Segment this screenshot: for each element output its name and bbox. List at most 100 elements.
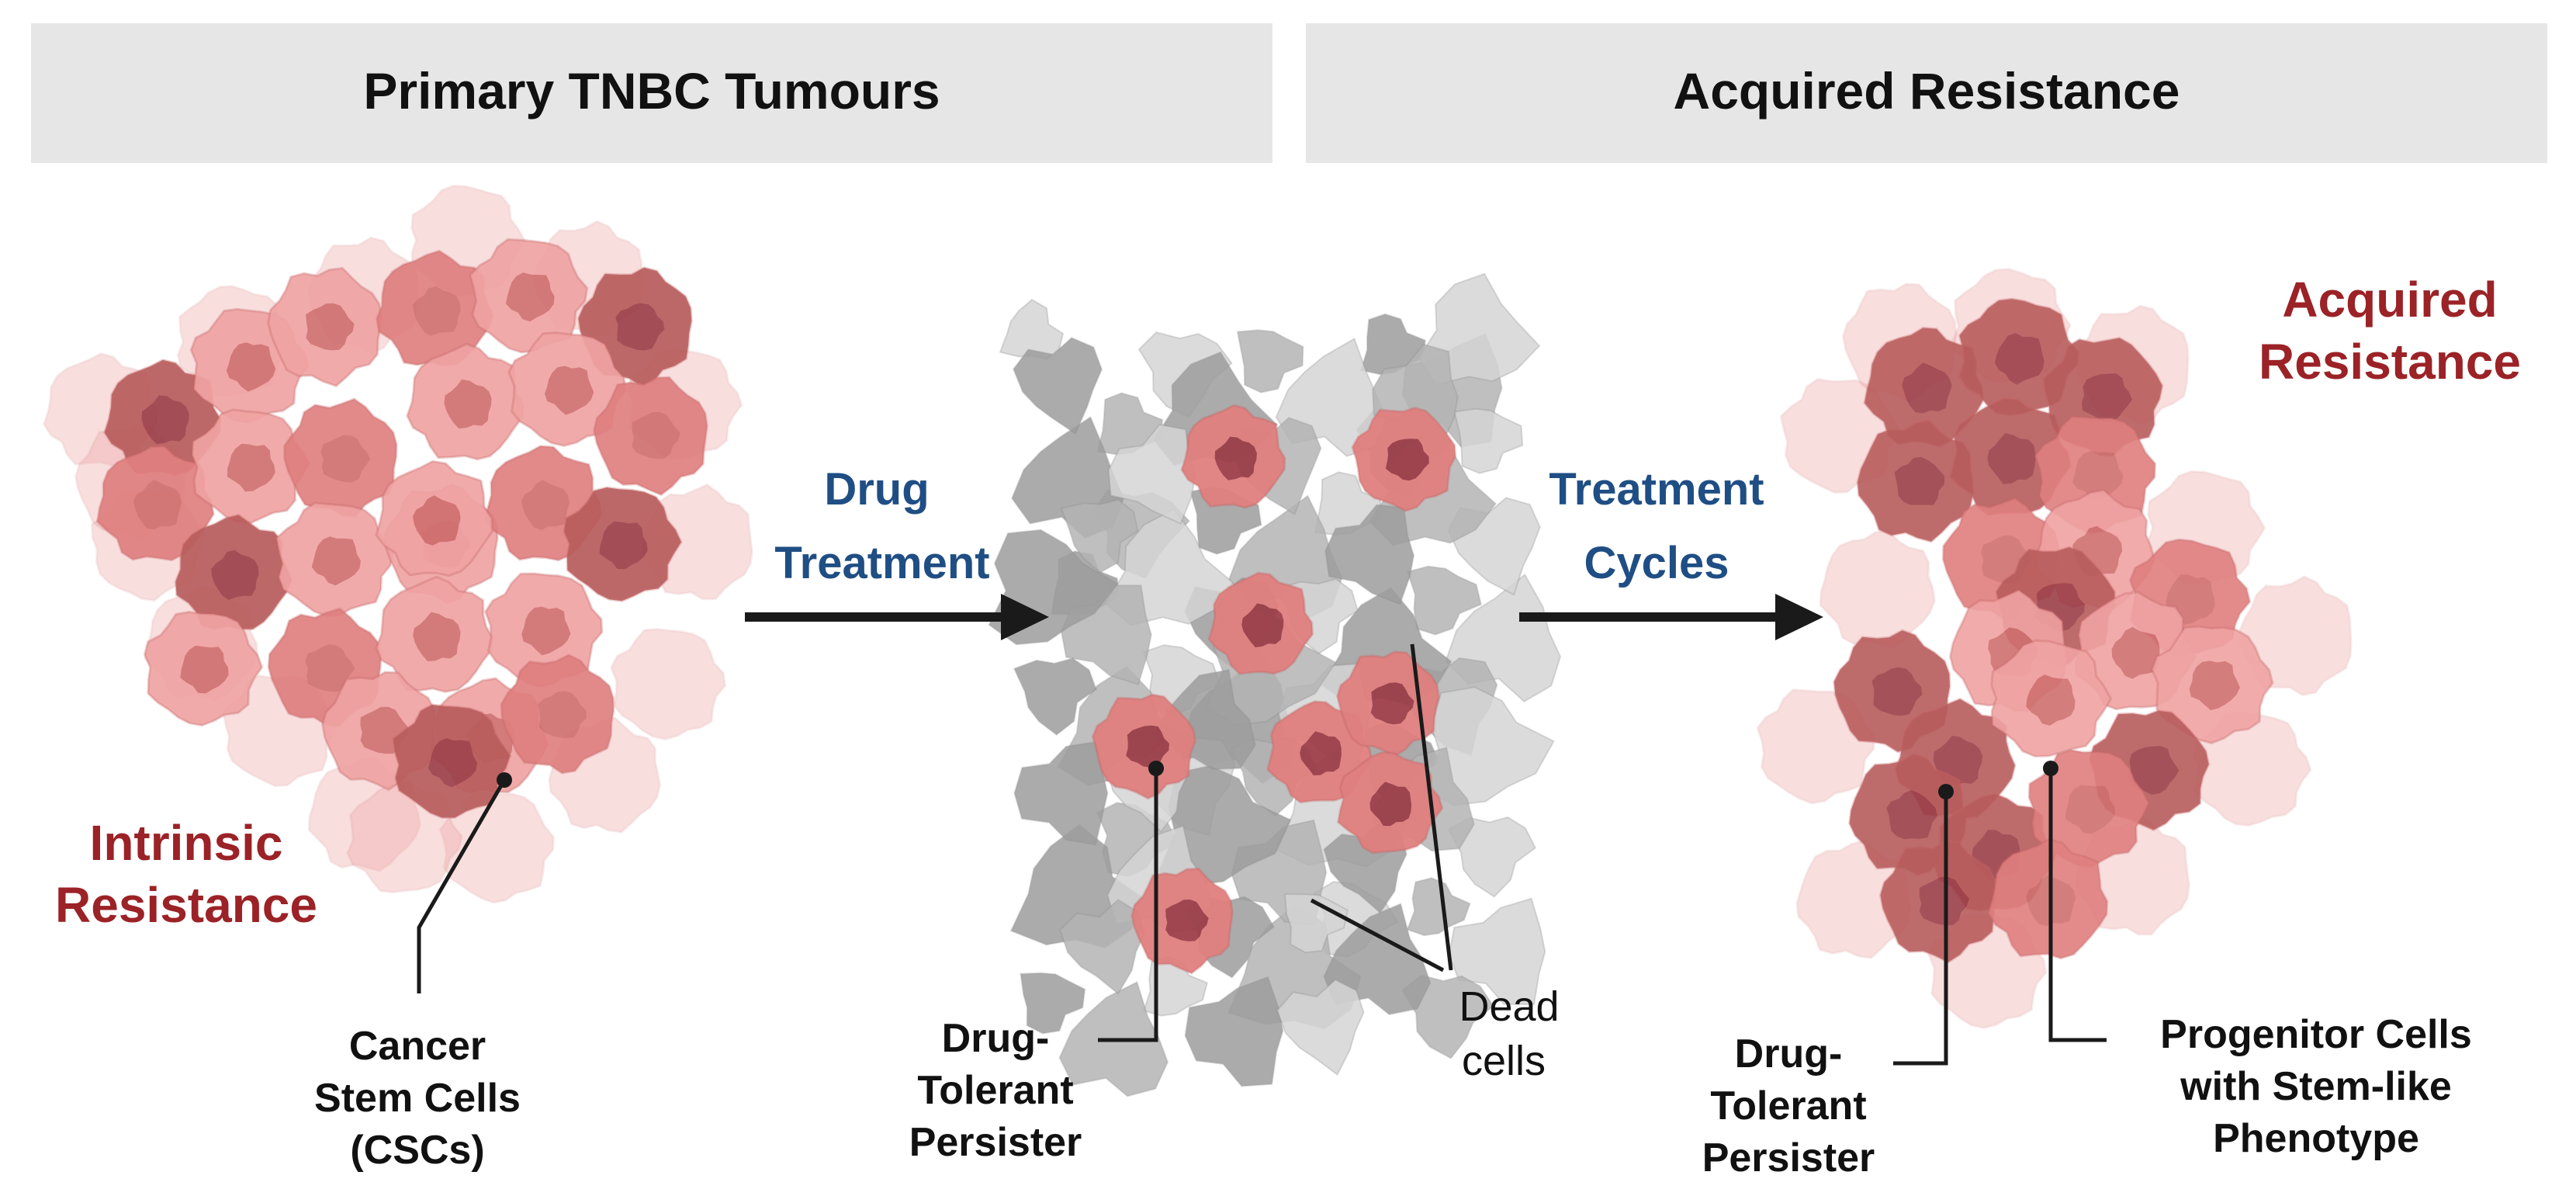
tumour-cell-nucleus xyxy=(180,645,229,694)
tumour-cell-nucleus xyxy=(428,738,478,788)
dead-cells-leader-2 xyxy=(1310,898,1445,972)
dead-cells-line2: cells xyxy=(1462,1038,1546,1084)
persister-cell xyxy=(1180,404,1286,509)
progenitor-leader-dot xyxy=(2043,761,2058,776)
dead-cell xyxy=(1013,740,1109,846)
faint-cell xyxy=(610,628,727,740)
faint-cell-nucleus xyxy=(343,791,391,839)
persister-cell-nucleus xyxy=(1385,439,1429,481)
tumour-cell xyxy=(376,249,495,367)
faint-cell-nucleus xyxy=(1833,876,1882,924)
persister-cell-nucleus xyxy=(1126,725,1169,768)
acquired-resistance-line2: Resistance xyxy=(2259,334,2521,390)
persister-cell-nucleus xyxy=(1214,436,1257,480)
persister-middle-line3: Persister xyxy=(909,1120,1082,1165)
tumour-cell-nucleus xyxy=(305,644,355,692)
tumour-cell-nucleus xyxy=(1995,333,2045,385)
faint-cell-nucleus xyxy=(258,709,306,755)
persister-right-callout: Drug- Tolerant Persister xyxy=(1702,1031,1875,1180)
persister-right-leader xyxy=(1893,792,1948,1066)
faint-cell-nucleus xyxy=(444,217,491,267)
dead-cell xyxy=(1406,877,1471,937)
acquired-resistance-label: Acquired Resistance xyxy=(2259,272,2521,390)
tumour-cell-nucleus xyxy=(599,521,648,570)
faint-cell xyxy=(2238,575,2353,697)
dead-cell xyxy=(1184,976,1284,1087)
intrinsic-resistance-line2: Resistance xyxy=(55,877,317,933)
tumour-cell xyxy=(143,610,264,727)
tumour-cell xyxy=(1856,418,1975,543)
treatment-cycles-label-line2: Cycles xyxy=(1584,538,1729,588)
dead-cell xyxy=(1276,979,1365,1076)
intrinsic-resistance-line1: Intrinsic xyxy=(90,815,283,871)
persister-cell-nucleus xyxy=(1165,900,1209,941)
tumour-cell-nucleus xyxy=(226,342,276,392)
tumour-cell xyxy=(392,703,512,819)
faint-cell xyxy=(1795,839,1913,959)
persister-right-line3: Persister xyxy=(1702,1135,1875,1180)
tumour-cell-nucleus xyxy=(545,366,594,415)
faint-cell-nucleus xyxy=(475,824,524,872)
tumour-cell-nucleus xyxy=(227,443,275,492)
tumour-cell-nucleus xyxy=(521,480,570,530)
tumour-cell-nucleus xyxy=(412,495,461,546)
resistant-tumour-cluster xyxy=(1756,268,2353,1029)
header-right: Acquired Resistance xyxy=(1306,23,2547,163)
intrinsic-resistance-label: Intrinsic Resistance xyxy=(55,815,317,933)
progenitor-line2: with Stem-like xyxy=(2180,1064,2452,1109)
tumour-cell xyxy=(593,376,708,497)
tumour-cell-nucleus xyxy=(320,435,371,483)
tumour-cell-nucleus xyxy=(2128,745,2180,795)
faint-cell-nucleus xyxy=(2112,853,2162,901)
tumour-cell-nucleus xyxy=(505,272,555,322)
persister-cell-nucleus xyxy=(1241,603,1284,647)
dead-cell xyxy=(1324,504,1415,605)
csc-callout-line3: (CSCs) xyxy=(350,1128,484,1173)
persister-middle-leader xyxy=(1098,768,1158,1042)
tumour-cell-nucleus xyxy=(1871,667,1923,716)
progenitor-line1: Progenitor Cells xyxy=(2160,1012,2472,1057)
progenitor-leader xyxy=(2048,768,2107,1042)
dead-cell xyxy=(1453,407,1524,474)
tumour-cell-nucleus xyxy=(413,612,461,661)
tumour-cell-nucleus xyxy=(2065,785,2115,834)
persister-middle-leader-dot xyxy=(1148,761,1164,776)
tumour-cell xyxy=(2150,625,2274,745)
treatment-cycles-arrow-head xyxy=(1775,594,1823,640)
faint-cell-nucleus xyxy=(2228,746,2277,795)
tumour-cell xyxy=(1990,639,2113,758)
progenitor-callout: Progenitor Cells with Stem-like Phenotyp… xyxy=(2160,1012,2472,1161)
tumour-cell-nucleus xyxy=(2189,660,2240,711)
tumour-cell-nucleus xyxy=(311,536,361,586)
drug-treatment-arrow xyxy=(745,594,1049,640)
tumour-cell-nucleus xyxy=(1987,433,2036,484)
drug-treatment-label: Drug Treatment xyxy=(774,464,989,588)
acquired-resistance-line1: Acquired xyxy=(2282,272,2497,328)
persister-right-leader-dot xyxy=(1938,784,1954,799)
persister-middle-line2: Tolerant xyxy=(917,1068,1073,1113)
progenitor-line3: Phenotype xyxy=(2213,1116,2419,1161)
tumour-cell xyxy=(282,397,398,518)
header-left-bar xyxy=(31,23,1272,163)
tumour-cell xyxy=(406,342,525,461)
primary-tumour-cluster xyxy=(43,184,753,904)
csc-leader-dot xyxy=(497,772,512,788)
csc-callout: Cancer Stem Cells (CSCs) xyxy=(314,1024,521,1173)
faint-cell-nucleus xyxy=(677,520,726,567)
tumour-cell-nucleus xyxy=(521,606,571,656)
csc-leader xyxy=(417,778,507,993)
tumour-cell xyxy=(267,266,383,387)
faint-cell-nucleus xyxy=(584,753,632,799)
tumour-cell-nucleus xyxy=(538,691,587,739)
tumour-cell-nucleus xyxy=(444,379,492,429)
tumour-cell-nucleus xyxy=(133,480,182,530)
header-right-title: Acquired Resistance xyxy=(1674,62,2180,120)
persister-cell xyxy=(1336,751,1444,855)
faint-cell-nucleus xyxy=(1793,723,1844,772)
tumour-cell-nucleus xyxy=(1902,362,1952,414)
persister-cell-nucleus xyxy=(1370,682,1414,725)
faint-cell-nucleus xyxy=(382,815,428,864)
tumour-cell-nucleus xyxy=(141,395,189,445)
treatment-cycles-arrow xyxy=(1519,594,1823,640)
faint-cell-nucleus xyxy=(1817,413,1867,461)
